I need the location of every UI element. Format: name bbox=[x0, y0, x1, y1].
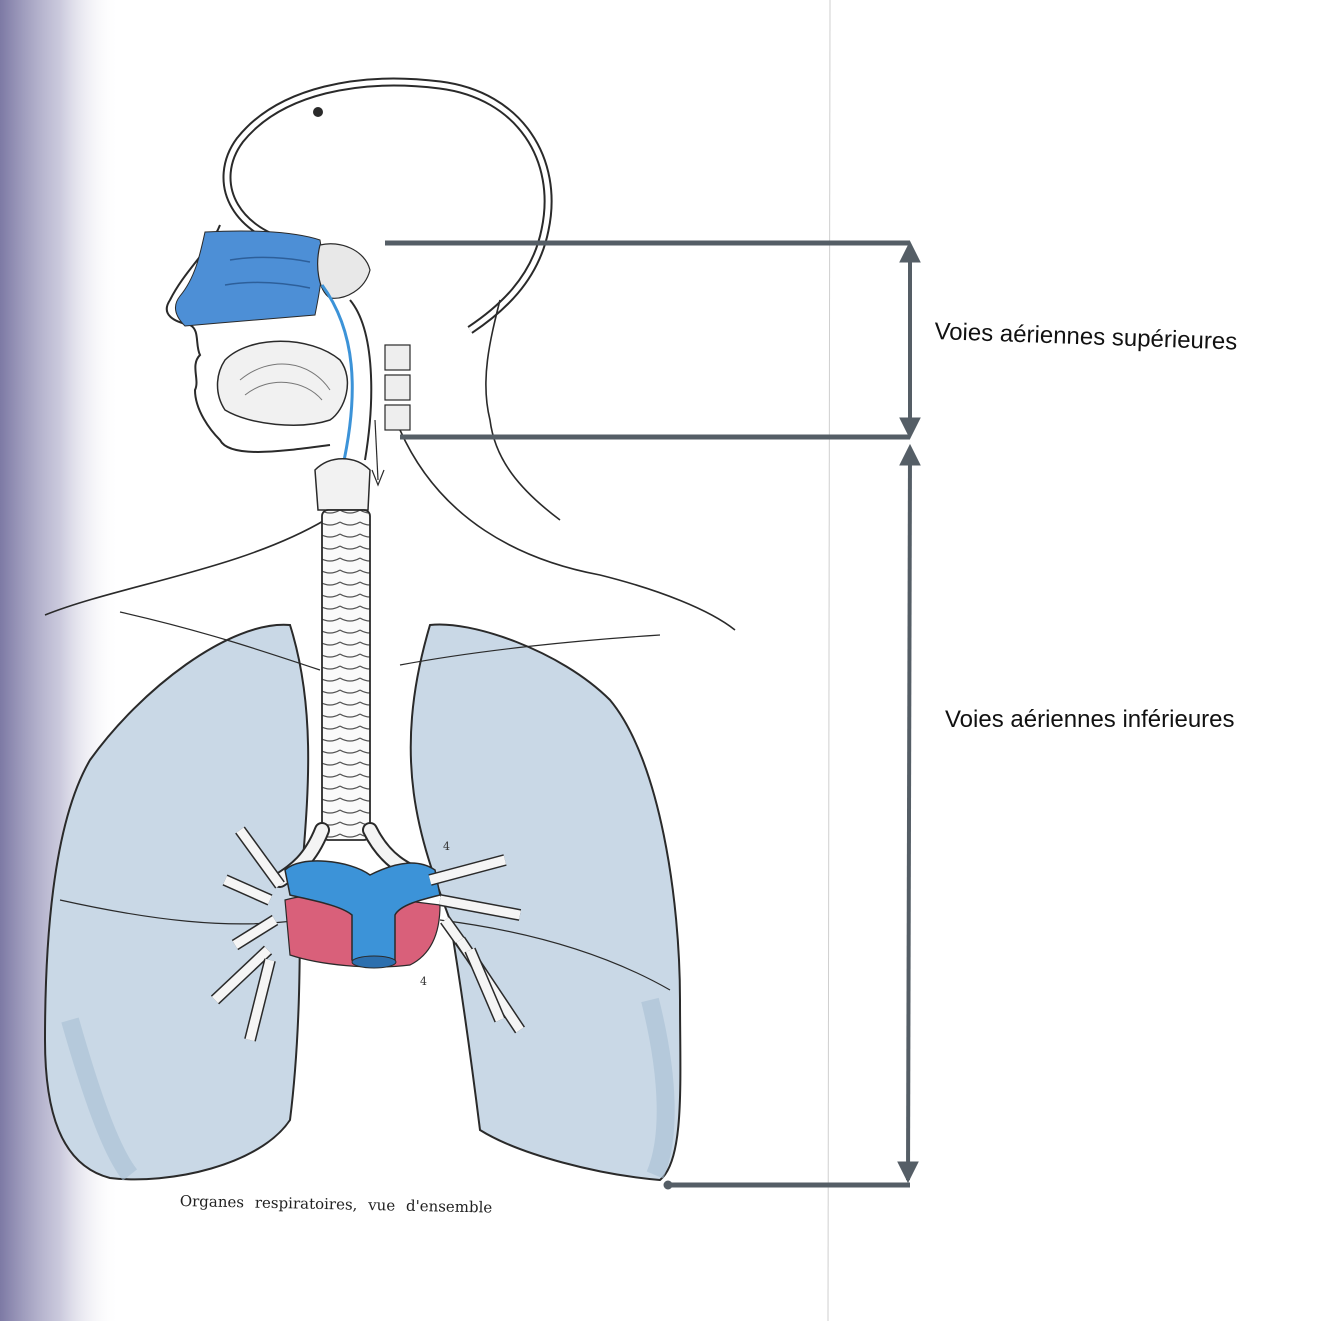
lower-airways-bracket bbox=[664, 445, 920, 1189]
head bbox=[167, 82, 560, 520]
nasal-cavity bbox=[175, 231, 322, 326]
marker-number-bottom: 4 bbox=[420, 975, 427, 988]
upper-airways-bracket bbox=[385, 242, 920, 438]
hilum-vessels bbox=[285, 861, 440, 968]
trachea bbox=[322, 510, 370, 840]
lower-airways-label: Voies aériennes inférieures bbox=[945, 706, 1235, 734]
marker-number-top: 4 bbox=[443, 840, 450, 853]
